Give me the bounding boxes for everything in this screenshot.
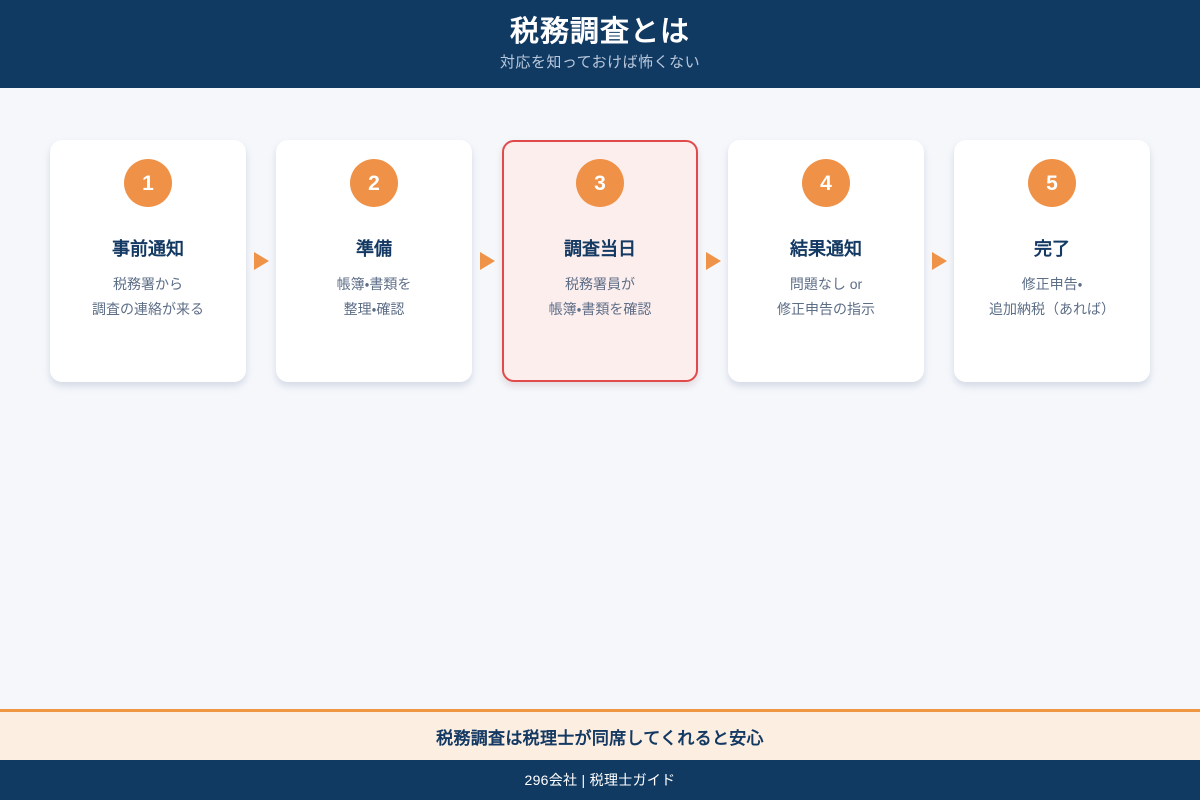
page-title: 税務調査とは xyxy=(509,15,690,48)
step-card-1[interactable]: 1 事前通知 税務署から 調査の連絡が来る xyxy=(50,140,246,382)
triangle-right-icon xyxy=(931,252,947,270)
page-footer: 296会社 | 税理士ガイド xyxy=(0,760,1200,800)
step-card-4[interactable]: 4 結果通知 問題なし or 修正申告の指示 xyxy=(728,140,924,382)
step-description-2: 帳簿・書類を 整理・確認 xyxy=(336,275,412,318)
step-title-3: 調査当日 xyxy=(564,239,636,259)
step-card-5[interactable]: 5 完了 修正申告・ 追加納税（あれば） xyxy=(954,140,1150,382)
step-title-4: 結果通知 xyxy=(790,239,862,259)
step-description-5: 修正申告・ 追加納税（あれば） xyxy=(989,275,1115,318)
flow-connector-2-3 xyxy=(472,252,502,270)
step-title-2: 準備 xyxy=(356,239,392,259)
step-number-badge-3: 3 xyxy=(576,159,624,207)
step-description-4: 問題なし or 修正申告の指示 xyxy=(777,275,875,318)
flow-connector-1-2 xyxy=(246,252,276,270)
triangle-right-icon xyxy=(705,252,721,270)
flow-connector-4-5 xyxy=(924,252,954,270)
tip-banner: 税務調査は税理士が同席してくれると安心 xyxy=(0,709,1200,760)
step-number-badge-4: 4 xyxy=(802,159,850,207)
flow-diagram-area: 1 事前通知 税務署から 調査の連絡が来る 2 準備 帳簿・書類を 整理・確認 … xyxy=(0,88,1200,800)
footer-text: 296会社 | 税理士ガイド xyxy=(524,772,676,788)
page-subtitle: 対応を知っておけば怖くない xyxy=(499,53,701,71)
triangle-right-icon xyxy=(253,252,269,270)
step-number-badge-5: 5 xyxy=(1028,159,1076,207)
flow-connector-3-4 xyxy=(698,252,728,270)
step-number-badge-2: 2 xyxy=(350,159,398,207)
step-description-1: 税務署から 調査の連絡が来る xyxy=(92,275,204,318)
step-number-badge-1: 1 xyxy=(124,159,172,207)
step-card-3[interactable]: 3 調査当日 税務署員が 帳簿・書類を確認 xyxy=(502,140,698,382)
tip-banner-text: 税務調査は税理士が同席してくれると安心 xyxy=(436,728,764,748)
page-header: 税務調査とは 対応を知っておけば怖くない xyxy=(0,0,1200,88)
step-flow-row: 1 事前通知 税務署から 調査の連絡が来る 2 準備 帳簿・書類を 整理・確認 … xyxy=(50,140,1150,382)
step-card-2[interactable]: 2 準備 帳簿・書類を 整理・確認 xyxy=(276,140,472,382)
step-title-1: 事前通知 xyxy=(112,239,184,259)
step-title-5: 完了 xyxy=(1034,239,1070,259)
triangle-right-icon xyxy=(479,252,495,270)
step-description-3: 税務署員が 帳簿・書類を確認 xyxy=(548,275,652,318)
